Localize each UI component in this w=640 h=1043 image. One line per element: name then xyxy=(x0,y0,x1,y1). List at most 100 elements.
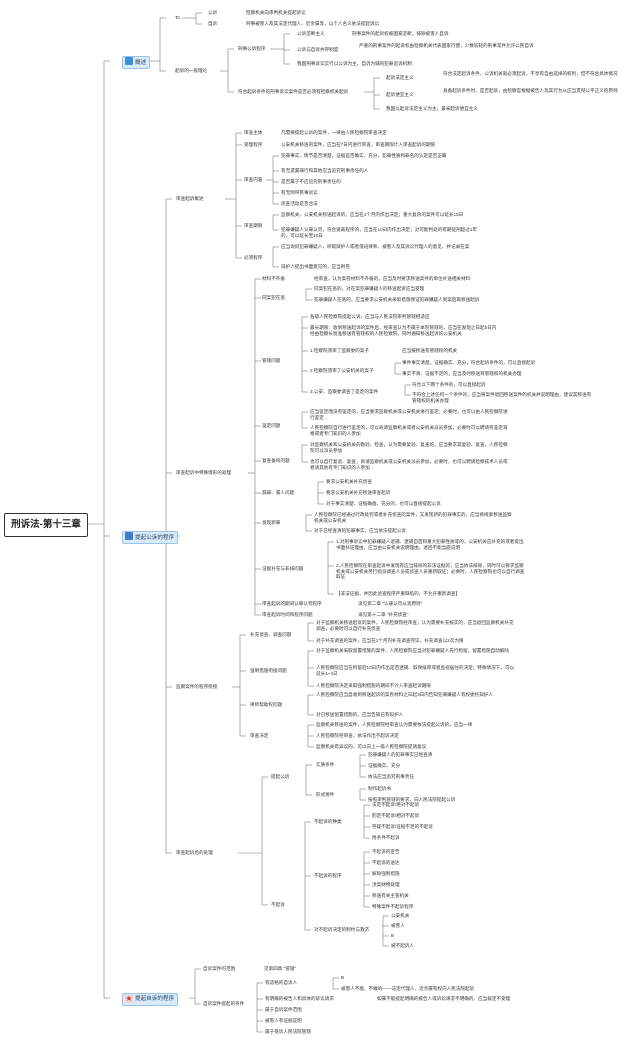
node[interactable]: 侦查活动是否合法 xyxy=(281,201,318,206)
node[interactable]: 对于监察机关采取留置措施的案件，人民检察院应当对犯罪嫌疑人先行拘留，留置措施自动… xyxy=(316,648,509,653)
node[interactable]: 对监察机关和公安机关的勘验、检查，认为需要复验、复查的，应当要求其复验、复查，人… xyxy=(310,442,508,453)
node[interactable]: B xyxy=(341,975,345,980)
node[interactable]: 被害人不能、不敢的——法定代理人、近亲属有权向人民法院起诉 xyxy=(341,986,475,991)
node[interactable]: 犯罪事实、情节是否清楚，证据是否确实、充分，犯罪性质和罪名的认定是否正确 xyxy=(281,153,447,158)
node[interactable]: 犯罪嫌疑人认罪认罚，符合速裁程序的，应当在10日内作出决定；对可能判处的有期徒刑… xyxy=(281,227,478,238)
node[interactable]: 酌定不起诉/相对不起诉 xyxy=(372,813,420,818)
node[interactable]: 审查主体 xyxy=(244,130,263,135)
node[interactable]: 审查起诉的期间认罪认罚程序 xyxy=(262,601,322,606)
node[interactable]: 发现新罪 xyxy=(262,520,281,525)
node[interactable]: 移送有关主管机关 xyxy=(372,893,409,898)
node[interactable]: 属于受诉人民法院管辖 xyxy=(265,1029,311,1034)
node[interactable]: 复查备询问题 xyxy=(262,458,290,463)
node[interactable]: 我国以起诉法定主义为主，兼采起诉便宜主义 xyxy=(386,106,478,111)
node[interactable]: 刑事公诉程序 xyxy=(238,46,266,51)
node[interactable]: 鉴定问题 xyxy=(262,423,281,428)
node[interactable]: 符合起诉条件的刑事诉讼案件是否必须有检察机关起诉 xyxy=(238,89,349,94)
node[interactable]: 自诉案件的范围 xyxy=(203,966,236,971)
node[interactable]: 不起诉的宣告 xyxy=(372,849,400,854)
node[interactable]: 检察机关向审判机关提起诉讼 xyxy=(246,10,306,15)
node[interactable]: 被害人 xyxy=(391,923,405,928)
node[interactable]: 制作起诉书 xyxy=(368,786,391,791)
node[interactable]: 要求公安机关补充侦查 xyxy=(326,479,372,484)
node[interactable]: 严重的刑事案件的起诉权由检察机关代表国家行使，少数较轻的刑事案件允许公民自诉 xyxy=(359,43,534,48)
node[interactable]: 解除强制措施 xyxy=(372,871,400,876)
node[interactable]: 涉案财物处理 xyxy=(372,882,400,887)
node[interactable]: 对于已经查清的犯罪事实，应当依法提起公诉 xyxy=(314,528,406,533)
node[interactable]: 有明确的被告人和具体的诉讼请求 xyxy=(265,996,334,1001)
node[interactable]: 1.对刑事诉讼中犯罪嫌疑人退捕、逮捕自首和重大犯罪性质等的，公安机关应补充的或者… xyxy=(336,539,524,550)
node[interactable]: 是否属于不应追究刑事责任的 xyxy=(281,179,341,184)
node[interactable]: 具备起诉条件时，是否起诉，由检察官根据被告人及其行为从应当贯彻公平正义的原则 xyxy=(443,88,618,93)
node[interactable]: 有适格的自诉人 xyxy=(265,980,298,985)
node[interactable]: 要求公安机关补充移送审查起诉 xyxy=(326,490,391,495)
node[interactable]: 人民检察院已经通过行政处罚或者补充侦查的案件，又发现新的犯罪事实的，应当将线索移… xyxy=(314,512,512,523)
node[interactable]: 人民检察院应当自收到移送起诉的案卷材料之日起3日内告知犯罪嫌疑人有权委托辩护人 xyxy=(316,692,494,697)
node[interactable]: 补充侦查、调查问题 xyxy=(250,632,292,637)
node[interactable]: 提起公诉 xyxy=(271,774,290,779)
node[interactable]: 法定不起诉/绝对不起诉 xyxy=(372,802,420,807)
node[interactable]: 特殊案件不起诉程序 xyxy=(372,904,414,909)
category-private[interactable]: ★提起自诉的程序 xyxy=(122,993,179,1006)
node[interactable]: 证据补充与非排问题 xyxy=(262,566,304,571)
node[interactable]: 公安机关 xyxy=(391,913,410,918)
node[interactable]: 审查期限 xyxy=(244,223,263,228)
node[interactable]: 同案犯在逃的，对在案犯罪嫌疑人的移送起诉应当受理 xyxy=(314,286,425,291)
node[interactable]: 不起诉的种类 xyxy=(314,819,342,824)
node[interactable]: 事件事实清楚，证据确实、充分，符合起诉条件的，可以直接起诉 xyxy=(402,360,536,365)
node[interactable]: 强制措施衔接问题 xyxy=(250,668,287,673)
node[interactable]: 1.检察院须审了监察委的案子 xyxy=(310,348,369,353)
node[interactable]: 我国刑事诉讼实行以公诉为主、自诉为辅的犯罪追诉机制 xyxy=(297,61,412,66)
node[interactable]: 【非法证据，并因此侦查程序严重缺陷的，不允许重新调查】 xyxy=(336,591,461,596)
node[interactable]: 犯罪嫌疑人的犯罪事实已经查清 xyxy=(368,752,433,757)
node[interactable]: 事实不清、证据不足的，应当及时移送有管辖权的机关办理 xyxy=(402,371,522,376)
node[interactable]: 材料不齐备 xyxy=(262,276,285,281)
node[interactable]: 详见第二章 "认罪认罚从宽原则" xyxy=(358,601,423,606)
node[interactable]: 2.人民检察院在审查起诉中发现有应当排除的非法证据的，应当依法排除，同时可以要求… xyxy=(336,563,525,580)
node[interactable]: 形式要件 xyxy=(316,792,335,797)
node[interactable]: 同案犯在逃 xyxy=(262,295,285,300)
node[interactable]: 审查内容 xyxy=(244,177,263,182)
node[interactable]: 必须程序 xyxy=(244,255,263,260)
node[interactable]: 自诉 xyxy=(208,21,218,26)
node[interactable]: 被害人有证据证明 xyxy=(265,1018,302,1023)
node[interactable]: 经审查，认为案卷材料不齐备的，应当及时要求移送案件的单位补送相关材料 xyxy=(314,276,471,281)
node[interactable]: 起诉法定主义 xyxy=(386,75,414,80)
node[interactable]: 监察案件的程序衔接 xyxy=(176,684,218,689)
node[interactable]: B xyxy=(391,933,395,938)
node[interactable]: 监察机关移送的案件，人民检察院经审查认为需要依法提起公诉的，应当一律 xyxy=(316,722,473,727)
node[interactable]: 应当询问犯罪嫌疑人，听取辩护人或者值班律师、被害人及其诉讼代理人的意见，并记录在… xyxy=(281,244,470,249)
node[interactable]: 最长期限：收到移送起诉的案件后，经审查认为不属于本院管辖的，应当在发现之日起5日… xyxy=(310,325,497,336)
node[interactable]: 人民检察院经审查，依法作出不起诉决定 xyxy=(316,733,399,738)
node[interactable]: 起诉便宜主义 xyxy=(386,92,414,97)
node[interactable]: 附条件不起诉 xyxy=(372,835,400,840)
node[interactable]: 被不起诉人 xyxy=(391,943,414,948)
node[interactable]: 公诉 xyxy=(208,10,218,15)
node[interactable]: 凡需要提起公诉的案件，一律由人民检察院审查决定 xyxy=(281,130,387,135)
node[interactable]: 人民检察院自行进行鉴定的，可以商请监察机关或者公安机关派员参加，必要时可以聘请有… xyxy=(310,425,508,436)
node[interactable]: 3.公安、监察委调查了是走的案件 xyxy=(310,389,379,394)
node[interactable]: 不起诉的程序 xyxy=(314,873,342,878)
node[interactable]: 对不起诉决定的制约与救济 xyxy=(314,927,370,932)
node[interactable]: 属于自诉案件范围 xyxy=(265,1007,302,1012)
category-public[interactable]: 提起公诉的程序 xyxy=(122,531,179,544)
node[interactable]: 依法应当追究刑事责任 xyxy=(368,774,414,779)
node[interactable]: 辩护人提出书面意见的，应当附卷 xyxy=(281,264,350,269)
node[interactable]: 公诉垄断主义 xyxy=(297,31,325,36)
root-topic[interactable]: 刑诉法-第十三章 xyxy=(4,513,88,537)
node[interactable]: 公诉与自诉并存制度 xyxy=(297,47,339,52)
node[interactable]: 律师帮助权问题 xyxy=(250,702,283,707)
node[interactable]: 各级人民检察院提起公诉，应当与人民法院审判管辖相适应 xyxy=(310,314,430,319)
node[interactable]: 有无附带民事诉讼 xyxy=(281,190,318,195)
node[interactable]: 刑事案件的起诉权被国家垄断，排除被害人自诉 xyxy=(352,31,449,36)
node[interactable]: 公安机关移送的案件，应当在7日内进行审查，审查期限计入审查起诉的期限 xyxy=(281,142,436,147)
node[interactable]: 见第四章 "管辖" xyxy=(264,966,297,971)
node[interactable]: 刑事被害人及其法定代理人、近亲属等，以个人名义依法提起诉讼 xyxy=(246,21,380,26)
node[interactable]: 2.检察院须审了公安机关的案子 xyxy=(310,368,374,373)
node[interactable]: 审查起诉中特殊情形的处理 xyxy=(176,470,232,475)
node[interactable]: 存疑不起诉/证据不足的不起诉 xyxy=(372,824,433,829)
node[interactable]: 符合法定起诉条件，公诉机关就必须起诉，不享有自由选择的权利，但不符合具体情况 xyxy=(443,71,618,76)
node[interactable]: 漏罪、漏人问题 xyxy=(262,490,295,495)
node[interactable]: 人民检察院应当在拘留后10日内作出是否逮捕、取保候审或者监视居住的决定；特殊情况… xyxy=(316,665,515,676)
node[interactable]: 不起诉 xyxy=(271,902,285,907)
